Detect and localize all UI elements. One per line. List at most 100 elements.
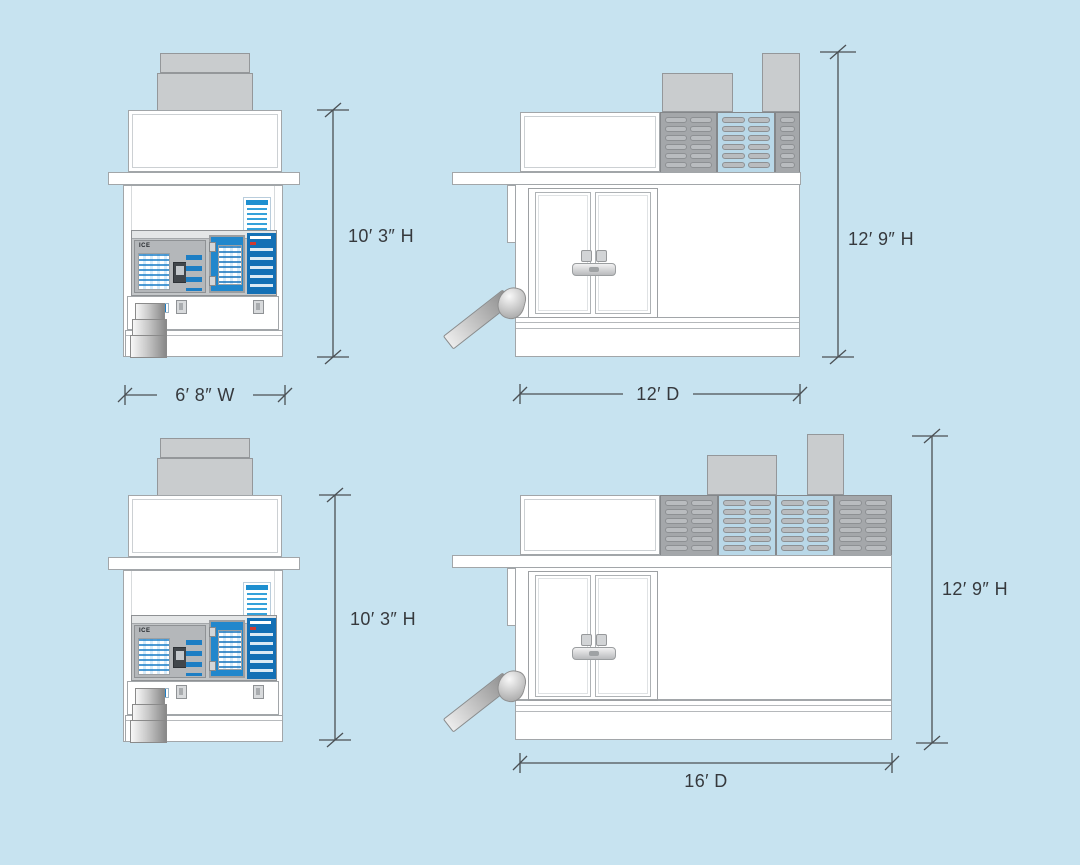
louver-slot bbox=[780, 126, 795, 132]
louver-slot bbox=[781, 518, 804, 524]
control-panel: ICE bbox=[134, 240, 206, 293]
louver-slot bbox=[723, 545, 746, 551]
vend-door bbox=[209, 620, 245, 678]
dim-label-side-top-depth: 12′ D bbox=[636, 384, 680, 404]
louver-slot bbox=[780, 162, 795, 168]
louver-slot bbox=[839, 536, 862, 542]
louver-slot bbox=[665, 500, 688, 506]
louver-slot bbox=[864, 518, 887, 524]
louver-slot bbox=[665, 527, 688, 533]
louver-vents bbox=[660, 495, 892, 556]
louver-slot bbox=[690, 135, 712, 141]
louver-slot bbox=[781, 527, 804, 533]
louver-slot bbox=[665, 126, 687, 132]
panel-top-edge bbox=[132, 616, 276, 624]
louver-slot bbox=[806, 545, 829, 551]
louver-slot bbox=[722, 135, 745, 141]
indicator-light bbox=[250, 627, 256, 630]
door-sticker bbox=[218, 630, 242, 670]
louver-panel-open bbox=[719, 496, 777, 555]
selection-panel bbox=[247, 233, 276, 294]
louver-slot bbox=[839, 527, 862, 533]
dim-label-side-bottom-height: 12′ 9″ H bbox=[942, 579, 1008, 599]
ice-chute bbox=[135, 303, 165, 320]
louver-slot bbox=[748, 509, 771, 515]
louver-slot bbox=[723, 500, 746, 506]
ice-chute bbox=[130, 335, 167, 358]
condenser-box-tall bbox=[762, 53, 800, 112]
louver-panel bbox=[776, 113, 799, 172]
door-knob bbox=[596, 634, 607, 646]
louver-slot bbox=[690, 117, 712, 123]
louver-slot bbox=[781, 545, 804, 551]
condenser-box-tall bbox=[807, 434, 844, 495]
louver-slot bbox=[722, 162, 745, 168]
louver-slot bbox=[864, 509, 887, 515]
door-knob bbox=[581, 634, 592, 646]
louver-slot bbox=[747, 162, 770, 168]
front-elevation-bottom: ICE bbox=[108, 438, 340, 750]
louver-slot bbox=[864, 527, 887, 533]
base-skirt bbox=[515, 700, 892, 740]
awning-band bbox=[108, 172, 300, 185]
louver-slot bbox=[806, 527, 829, 533]
condenser-main-box bbox=[157, 73, 253, 111]
ice-chute bbox=[130, 720, 167, 743]
dim-label-side-top-height: 12′ 9″ H bbox=[848, 229, 914, 249]
hinge-icon bbox=[209, 661, 216, 671]
louver-slot bbox=[665, 117, 687, 123]
louver-slot bbox=[839, 545, 862, 551]
louver-vents bbox=[660, 112, 800, 173]
dim-label-front-bottom-height: 10′ 3″ H bbox=[350, 609, 416, 629]
louver-slot bbox=[747, 135, 770, 141]
louver-slot bbox=[722, 117, 745, 123]
louver-slot bbox=[747, 144, 770, 150]
latch bbox=[176, 300, 187, 314]
instruction-sticker bbox=[138, 638, 170, 675]
louver-slot bbox=[747, 126, 770, 132]
louver-slot bbox=[747, 117, 770, 123]
condenser-top-box bbox=[160, 53, 250, 73]
base-skirt bbox=[515, 317, 800, 357]
button-bars bbox=[186, 640, 202, 676]
panel-title-bar bbox=[250, 621, 271, 624]
ice-chute bbox=[132, 319, 167, 336]
latch bbox=[253, 685, 264, 699]
dim-label-front-top-width: 6′ 8″ W bbox=[175, 385, 235, 405]
side-elevation-top bbox=[442, 53, 852, 365]
louver-slot bbox=[665, 545, 688, 551]
ice-chute bbox=[135, 688, 165, 705]
louver-slot bbox=[864, 536, 887, 542]
louver-slot bbox=[780, 144, 795, 150]
louver-panel bbox=[661, 496, 719, 555]
awning-band bbox=[452, 555, 892, 568]
condenser-top-box bbox=[160, 438, 250, 458]
condenser-main-box bbox=[157, 458, 253, 496]
louver-slot bbox=[839, 518, 862, 524]
door-knob bbox=[581, 250, 592, 262]
ice-chute bbox=[132, 704, 167, 721]
louver-slot bbox=[723, 518, 746, 524]
louver-slot bbox=[747, 153, 770, 159]
brand-label: ICE bbox=[139, 243, 151, 249]
louver-slot bbox=[781, 500, 804, 506]
hinge-icon bbox=[209, 242, 216, 252]
side-elevation-bottom bbox=[442, 434, 942, 746]
louver-slot bbox=[748, 527, 771, 533]
upper-side-box bbox=[520, 112, 660, 172]
louver-slot bbox=[864, 500, 887, 506]
control-panel: ICE bbox=[134, 625, 206, 678]
front-elevation-top: ICE bbox=[108, 53, 340, 365]
louver-slot bbox=[665, 509, 688, 515]
panel-title-bar bbox=[250, 236, 271, 239]
indicator-light bbox=[250, 242, 256, 245]
condenser-box bbox=[707, 455, 777, 495]
louver-slot bbox=[806, 500, 829, 506]
louver-slot bbox=[780, 117, 795, 123]
louver-slot bbox=[780, 135, 795, 141]
louver-slot bbox=[781, 536, 804, 542]
door-handle bbox=[572, 263, 616, 276]
vending-panel: ICE bbox=[131, 230, 277, 296]
louver-slot bbox=[690, 545, 713, 551]
